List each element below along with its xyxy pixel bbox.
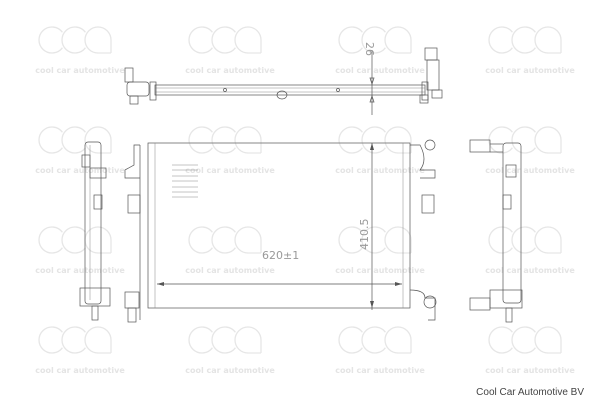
watermark-grid: cool car automotive cool car automotive co… (35, 26, 575, 375)
watermark-logo: cool car automotive (485, 126, 575, 175)
watermark-caption: cool car automotive (35, 166, 125, 175)
watermark-logo: cool car automotive (335, 326, 425, 375)
footer-brand: Cool Car Automotive BV (476, 387, 584, 398)
watermark-caption: cool car automotive (185, 66, 275, 75)
watermark-logo: cool car automotive (185, 326, 275, 375)
watermark-logo: cool car automotive (485, 326, 575, 375)
width-dimension: 620±1 (262, 249, 299, 262)
top-view: 26 (124, 42, 443, 115)
watermark-caption: cool car automotive (335, 266, 425, 275)
core-fins (172, 164, 198, 198)
watermark-logo: cool car automotive (185, 126, 275, 175)
watermark-caption: cool car automotive (335, 366, 425, 375)
watermark-caption: cool car automotive (35, 66, 125, 75)
watermark-logo: cool car automotive (335, 26, 425, 75)
watermark-logo: cool car automotive (185, 26, 275, 75)
watermark-logo: cool car automotive (35, 326, 125, 375)
right-side-view (469, 139, 523, 323)
front-view: 620±1 410.5 (124, 139, 437, 323)
watermark-caption: cool car automotive (485, 366, 575, 375)
watermark-caption: cool car automotive (335, 66, 425, 75)
watermark-logo: cool car automotive (35, 26, 125, 75)
watermark-caption: cool car automotive (185, 166, 275, 175)
watermark-logo: cool car automotive (185, 226, 275, 275)
watermark-logo: cool car automotive (35, 226, 125, 275)
watermark-caption: cool car automotive (485, 166, 575, 175)
left-side-view (79, 141, 111, 321)
watermark-logo: cool car automotive (335, 126, 425, 175)
watermark-caption: cool car automotive (35, 266, 125, 275)
depth-dimension: 26 (363, 42, 376, 56)
height-dimension: 410.5 (358, 219, 371, 251)
watermark-logo: cool car automotive (485, 26, 575, 75)
watermark-logo: cool car automotive (335, 226, 425, 275)
watermark-caption: cool car automotive (185, 366, 275, 375)
watermark-caption: cool car automotive (485, 66, 575, 75)
watermark-caption: cool car automotive (335, 166, 425, 175)
watermark-caption: cool car automotive (185, 266, 275, 275)
watermark-caption: cool car automotive (35, 366, 125, 375)
watermark-logo: cool car automotive (485, 226, 575, 275)
watermark-logo: cool car automotive (35, 126, 125, 175)
watermark-caption: cool car automotive (485, 266, 575, 275)
